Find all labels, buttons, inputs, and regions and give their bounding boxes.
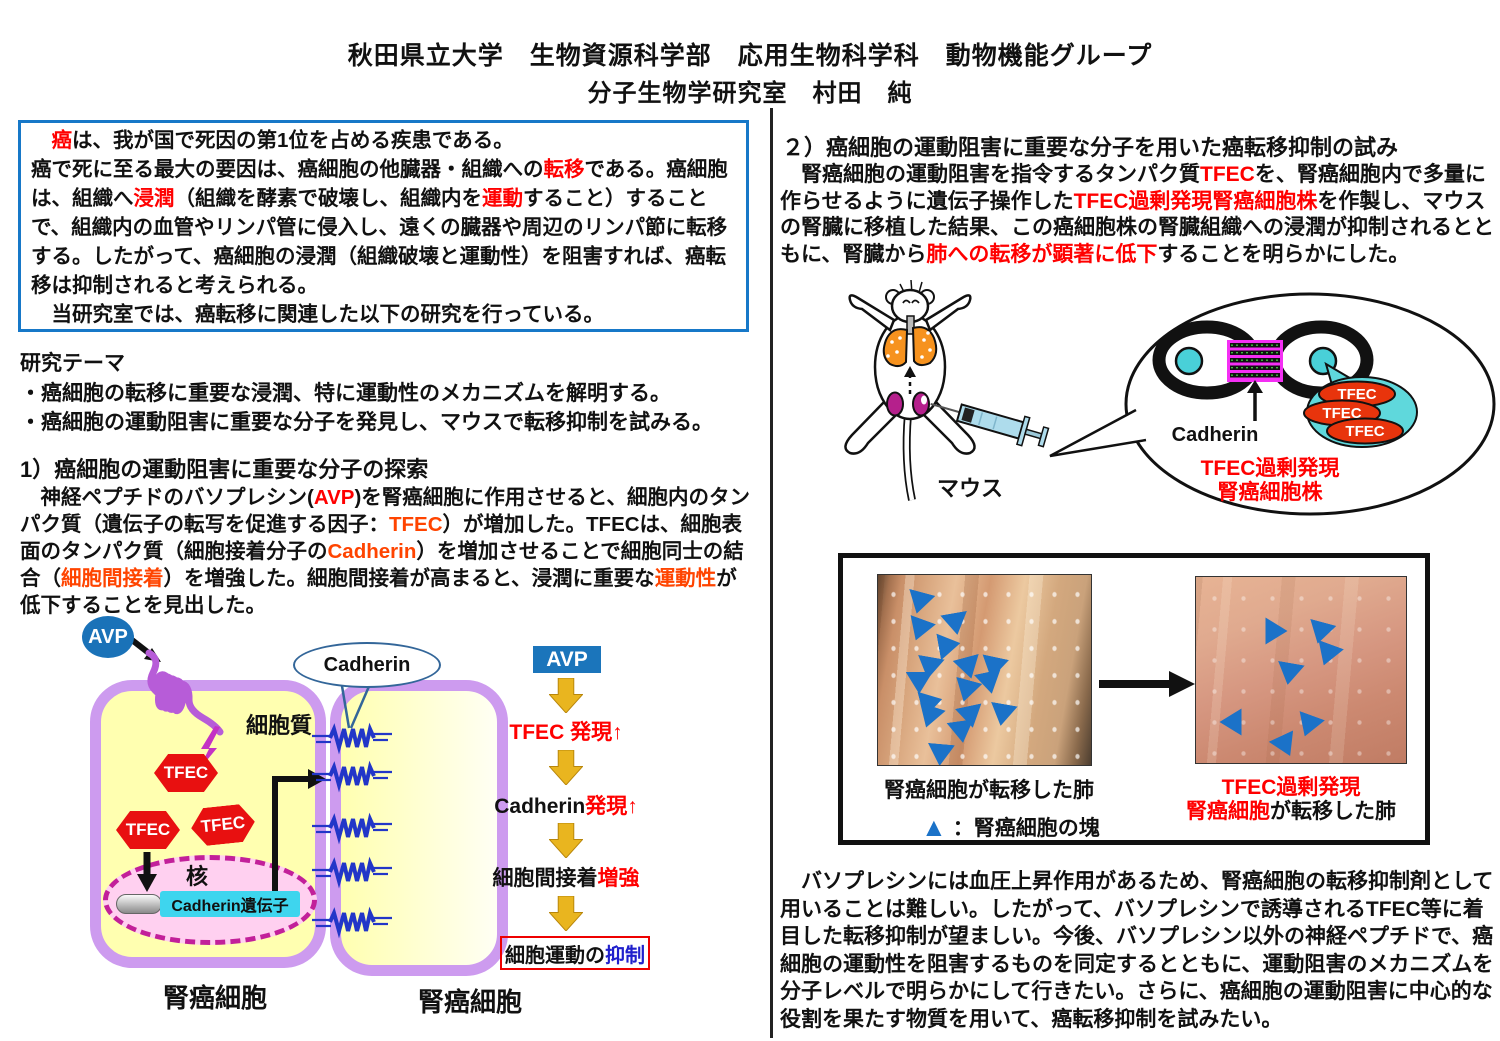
down-arrow-icon bbox=[549, 896, 583, 931]
lightning-icon bbox=[198, 726, 220, 771]
down-arrow-icon bbox=[549, 750, 583, 785]
intro-paragraph-2: 癌で死に至る最大の要因は、癌細胞の他臓器・組織への転移である。癌細胞は、組織へ浸… bbox=[31, 158, 728, 297]
page-title: 秋田県立大学 生物資源科学部 応用生物科学科 動物機能グループ bbox=[347, 42, 1153, 70]
nucleus-icon bbox=[1174, 346, 1204, 376]
tfec-pill-label: TFEC bbox=[1322, 405, 1361, 422]
legend-text: ：腎癌細胞の塊 bbox=[952, 817, 1100, 840]
kidneys-icon bbox=[886, 391, 930, 417]
tfec-pill-label: TFEC bbox=[1345, 423, 1384, 440]
intro-paragraph-1: 癌は、我が国で死因の第1位を占める疾患である。 bbox=[51, 129, 514, 152]
avp-ligand: AVP bbox=[82, 616, 134, 658]
column-divider bbox=[770, 108, 773, 1038]
flow-step-motion-suppression: 細胞運動の抑制 bbox=[500, 936, 650, 970]
flow-avp-box: AVP bbox=[533, 646, 601, 673]
right-photo-caption-line2: 腎癌細胞が転移した肺 bbox=[1186, 800, 1396, 823]
tfec-to-nucleus-arrow-icon bbox=[137, 852, 157, 892]
cadherin-junction-label: Cadherin bbox=[1171, 424, 1259, 446]
flow-step-cadherin: Cadherin発現↑ bbox=[494, 795, 638, 818]
tissue-speckles bbox=[878, 575, 1091, 765]
section2-heading: ２）癌細胞の運動阻害に重要な分子を用いた癌転移抑制の試み bbox=[782, 135, 1399, 160]
lung-photo-tfec bbox=[1195, 576, 1407, 764]
gene-to-membrane-arrow-icon bbox=[272, 769, 326, 892]
cadherin-bubble-tail bbox=[340, 683, 372, 729]
cadherin-gene-label: Cadherin遺伝子 bbox=[160, 891, 300, 917]
tissue-speckles bbox=[1196, 577, 1406, 763]
flow-step-adhesion: 細胞間接着増強 bbox=[492, 867, 640, 890]
intro-box: 癌は、我が国で死因の第1位を占める疾患である。 癌で死に至る最大の要因は、癌細胞… bbox=[18, 120, 749, 332]
gene-cylinder-icon bbox=[116, 894, 162, 914]
conclusion-paragraph: バソプレシンには血圧上昇作用があるため、腎癌細胞の転移抑制剤として用いることは難… bbox=[780, 870, 1494, 1031]
cadherin-callout: Cadherin bbox=[293, 642, 441, 688]
right-arrow-icon bbox=[1099, 671, 1195, 697]
lung-comparison-panel: 腎癌細胞が転移した肺 TFEC過剰発現 腎癌細胞が転移した肺 ▲ ：腎癌細胞の塊 bbox=[838, 553, 1430, 845]
tfec-hexagon: TFEC bbox=[154, 754, 218, 792]
triangle-marker-icon: ▲ bbox=[921, 812, 947, 842]
theme-item-1: ・癌細胞の転移に重要な浸潤、特に運動性のメカニズムを解明する。 bbox=[20, 382, 671, 405]
mouse-illustration bbox=[800, 272, 1060, 507]
cadherin-coil-icon bbox=[312, 722, 392, 755]
section1-heading: 1）癌細胞の運動阻害に重要な分子の探索 bbox=[20, 457, 429, 482]
cell-left-label: 腎癌細胞 bbox=[162, 983, 267, 1013]
marker-legend: ▲ ：腎癌細胞の塊 bbox=[921, 812, 1100, 842]
nucleus-label: 核 bbox=[186, 864, 209, 889]
cadherin-junction-icon bbox=[1227, 340, 1283, 382]
page-subtitle: 分子生物学研究室 村田 純 bbox=[587, 80, 913, 107]
cell-diagram-overlay bbox=[130, 637, 394, 933]
theme-item-2: ・癌細胞の運動阻害に重要な分子を発見し、マウスで転移抑制を試みる。 bbox=[20, 411, 713, 434]
intro-paragraph-3: 当研究室では、癌転移に関連した以下の研究を行っている。 bbox=[31, 303, 604, 326]
mouse-label: マウス bbox=[936, 476, 1003, 501]
junction-arrow-icon bbox=[1247, 380, 1263, 421]
down-arrow-icon bbox=[549, 823, 583, 858]
overexpression-caption-2: 腎癌細胞株 bbox=[1217, 481, 1323, 504]
cell-right-label: 腎癌細胞 bbox=[417, 987, 522, 1017]
down-arrow-icon bbox=[549, 678, 583, 713]
tfec-hexagon: TFEC bbox=[116, 811, 180, 849]
lung-photo-control bbox=[877, 574, 1092, 766]
tissue-texture bbox=[1196, 577, 1406, 763]
section2-body: 腎癌細胞の運動阻害を指令するタンパク質TFECを、腎癌細胞内で多量に作らせるよう… bbox=[780, 163, 1494, 266]
tfec-pill-label: TFEC bbox=[1337, 386, 1376, 403]
overexpression-callout: TFEC TFEC TFEC bbox=[1040, 288, 1500, 528]
right-photo-caption-line1: TFEC過剰発現 bbox=[1221, 776, 1361, 799]
lungs-icon bbox=[882, 326, 938, 368]
themes-title: 研究テーマ bbox=[20, 352, 125, 375]
cytoplasm-label: 細胞質 bbox=[246, 713, 313, 738]
cell-diagram: AVP 細胞質 TFEC TFEC TFEC 核 Cadherin遺伝子 Cad… bbox=[18, 608, 538, 1040]
receptor-squiggle-icon bbox=[145, 649, 224, 736]
section1-body: 神経ペプチドのバソプレシン(AVP)を腎癌細胞に作用させると、細胞内のタンパク質… bbox=[20, 486, 750, 617]
flow-step-tfec: TFEC 発現↑ bbox=[509, 721, 623, 744]
callout-tail bbox=[1049, 408, 1147, 458]
metastasis-arrow-icon bbox=[904, 366, 916, 394]
syringe-icon bbox=[930, 402, 1050, 448]
overexpression-caption-1: TFEC過剰発現 bbox=[1200, 457, 1340, 480]
left-photo-caption: 腎癌細胞が転移した肺 bbox=[884, 779, 1094, 802]
